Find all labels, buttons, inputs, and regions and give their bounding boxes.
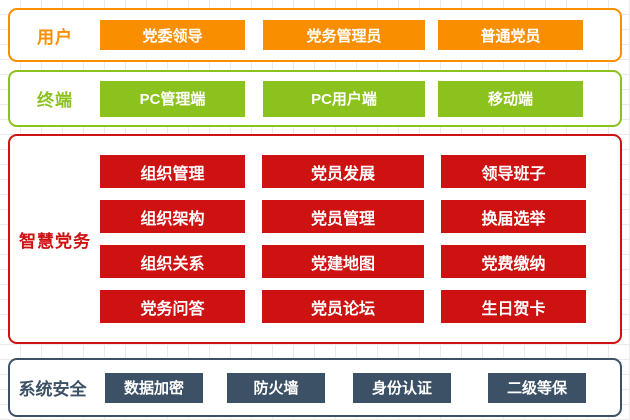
- security-band: 系统安全 数据加密 防火墙 身份认证 二级等保: [8, 358, 622, 417]
- node-identity-authentication: 身份认证: [353, 372, 451, 403]
- node-party-building-map: 党建地图: [262, 245, 424, 278]
- security-band-label: 系统安全: [18, 380, 87, 399]
- node-party-affairs-qa: 党务问答: [100, 290, 245, 323]
- node-org-structure: 组织架构: [100, 200, 245, 233]
- terminals-node-row: PC管理端 PC用户端 移动端: [100, 80, 583, 117]
- node-data-encryption: 数据加密: [105, 372, 203, 403]
- node-firewall: 防火墙: [227, 372, 325, 403]
- users-band: 用户 党委领导 党务管理员 普通党员: [8, 8, 622, 62]
- security-node-row: 数据加密 防火墙 身份认证 二级等保: [95, 372, 586, 403]
- node-dues-payment: 党费缴纳: [441, 245, 586, 278]
- node-org-management: 组织管理: [100, 155, 245, 188]
- smart-party-band: 智慧党务 组织管理 党员发展 领导班子 组织架构 党员管理 换届选举 组织关系 …: [8, 134, 622, 344]
- node-pc-admin-client: PC管理端: [100, 80, 245, 117]
- node-birthday-card: 生日贺卡: [441, 290, 586, 323]
- smart-party-module-grid: 组织管理 党员发展 领导班子 组织架构 党员管理 换届选举 组织关系 党建地图 …: [100, 155, 586, 323]
- node-pc-user-client: PC用户端: [263, 80, 425, 117]
- terminals-band: 终端 PC管理端 PC用户端 移动端: [8, 70, 622, 127]
- smart-party-band-label: 智慧党务: [19, 231, 91, 251]
- node-org-relations: 组织关系: [100, 245, 245, 278]
- node-party-affairs-admin: 党务管理员: [263, 20, 425, 50]
- node-level2-classified-protection: 二级等保: [488, 372, 586, 403]
- node-term-election: 换届选举: [441, 200, 586, 233]
- node-mobile-client: 移动端: [438, 80, 583, 117]
- node-member-management: 党员管理: [262, 200, 424, 233]
- users-node-row: 党委领导 党务管理员 普通党员: [100, 20, 583, 50]
- users-band-label: 用户: [37, 27, 73, 47]
- terminals-band-label: 终端: [37, 91, 73, 110]
- node-member-development: 党员发展: [262, 155, 424, 188]
- node-party-committee-leaders: 党委领导: [100, 20, 245, 50]
- node-ordinary-party-members: 普通党员: [438, 20, 583, 50]
- node-leadership-team: 领导班子: [441, 155, 586, 188]
- node-member-forum: 党员论坛: [262, 290, 424, 323]
